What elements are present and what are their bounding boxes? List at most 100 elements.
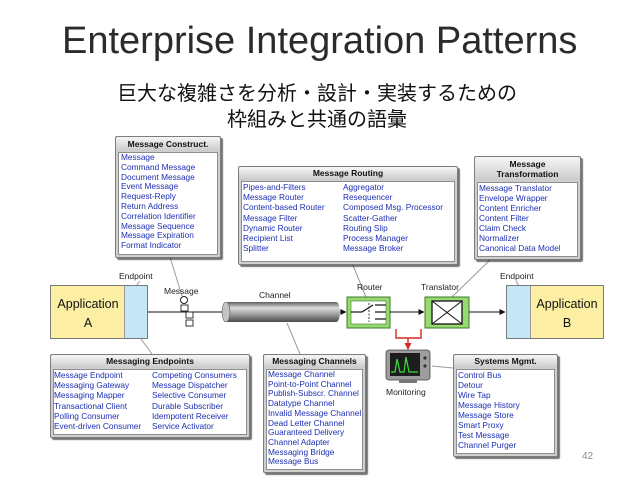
message-transformation-box: Message Transformation Message Translato… [474, 156, 581, 260]
connector-systems-mgmt [431, 365, 454, 369]
messaging-endpoint-item: Message Dispatcher [152, 380, 228, 391]
connector-messaging-endpoints [140, 338, 153, 355]
messaging-channel-item: Publish-Subscr. Channel [268, 388, 359, 399]
message-transformation-title: Message Transformation [496, 159, 559, 179]
message-construction-item: Request-Reply [121, 191, 176, 202]
message-transformation-item: Canonical Data Model [479, 243, 561, 253]
messaging-endpoints-title: Messaging Endpoints [51, 355, 249, 368]
messaging-endpoint-item: Selective Consumer [152, 390, 227, 401]
slide-subtitle: 巨大な複雑さを分析・設計・実装するための 枠組みと共通の語彙 [0, 80, 634, 132]
endpoint-b [507, 286, 531, 338]
message-routing-item: Splitter [243, 243, 269, 254]
messaging-endpoint-item: Event-driven Consumer [54, 421, 142, 432]
message-routing-item: Scatter-Gather [343, 212, 398, 223]
message-routing-title: Message Routing [239, 167, 457, 180]
message-routing-item: Pipes-and-Filters [243, 182, 306, 192]
messaging-channel-item: Message Channel [268, 369, 335, 379]
systems-management-item: Smart Proxy [458, 420, 504, 430]
application-b-letter: B [562, 316, 572, 330]
message-routing-item: Aggregator [343, 182, 385, 192]
wire-tap-bracket [395, 329, 422, 339]
application-b-body: Application B [531, 286, 603, 338]
message-marker-circle [180, 296, 188, 304]
message-construction-item: Message [121, 152, 155, 162]
endpoint-right-label: Endpoint [500, 271, 534, 281]
messaging-channel-item: Invalid Message Channel [268, 407, 362, 418]
message-routing-item: Message Router [243, 192, 304, 203]
message-routing-item: Process Manager [343, 233, 409, 244]
message-routing-item: Composed Msg. Processor [343, 202, 444, 213]
subtitle-line-1: 巨大な複雑さを分析・設計・実装するための [117, 81, 517, 105]
translator-icon [424, 296, 470, 329]
application-b-name: Application [536, 297, 598, 311]
messaging-channel-item: Point-to-Point Channel [268, 378, 352, 389]
messaging-channel-item: Messaging Bridge [268, 446, 335, 457]
message-transformation-header: Message Transformation [475, 157, 580, 181]
messaging-endpoint-item: Idempotent Receiver [152, 410, 229, 421]
systems-management-title: Systems Mgmt. [454, 355, 557, 368]
message-routing-item: Routing Slip [343, 222, 388, 233]
channel-tube [221, 301, 347, 323]
systems-management-item: Test Message [458, 430, 510, 440]
messaging-channel-item: Dead Letter Channel [268, 417, 345, 428]
translator-label: Translator [421, 282, 459, 292]
message-block-2 [185, 311, 194, 319]
application-a: Application A [50, 285, 148, 339]
router-label: Router [357, 282, 383, 292]
systems-management-item: Detour [458, 380, 483, 390]
monitor-knob-2 [423, 364, 427, 368]
channel-right-cap [332, 302, 340, 322]
router-switch [361, 304, 374, 313]
connector-message-routing [351, 262, 367, 298]
monitor-stand [399, 380, 417, 383]
channel-label: Channel [259, 290, 291, 300]
monitoring-label: Monitoring [386, 387, 426, 397]
message-transformation-item: Envelope Wrapper [479, 193, 548, 203]
message-transformation-item: Normalizer [479, 233, 520, 243]
message-transformation-item: Message Translator [479, 183, 552, 193]
message-construction-item: Message Sequence [121, 220, 195, 231]
message-transformation-item: Claim Check [479, 223, 527, 233]
message-icon [180, 296, 194, 327]
channel-body [226, 302, 336, 322]
endpoint-a [124, 286, 147, 338]
connector-message-transformation [451, 257, 493, 298]
router-icon [346, 296, 391, 329]
message-label: Message [164, 286, 199, 296]
message-routing-item: Message Broker [343, 243, 404, 254]
messaging-channel-item: Channel Adapter [268, 436, 330, 447]
message-routing-item: Content-based Router [243, 202, 325, 213]
systems-management-item: Message History [458, 400, 520, 410]
message-construction-item: Event Message [121, 181, 179, 192]
message-construction-item: Message Expiration [121, 230, 194, 241]
systems-management-item: Wire Tap [458, 390, 491, 400]
systems-management-item: Message Store [458, 410, 514, 420]
messaging-endpoint-item: Polling Consumer [54, 410, 120, 421]
systems-management-item: Channel Purger [458, 440, 517, 450]
monitor-icon [385, 349, 431, 383]
message-construction-title: Message Construct. [116, 137, 220, 151]
message-transformation-item: Content Filter [479, 213, 529, 223]
subtitle-line-2: 枠組みと共通の語彙 [227, 107, 407, 131]
message-routing-item: Resequencer [343, 192, 393, 203]
slide-title: Enterprise Integration Patterns [62, 20, 578, 62]
message-construction-item: Document Message [121, 171, 195, 182]
